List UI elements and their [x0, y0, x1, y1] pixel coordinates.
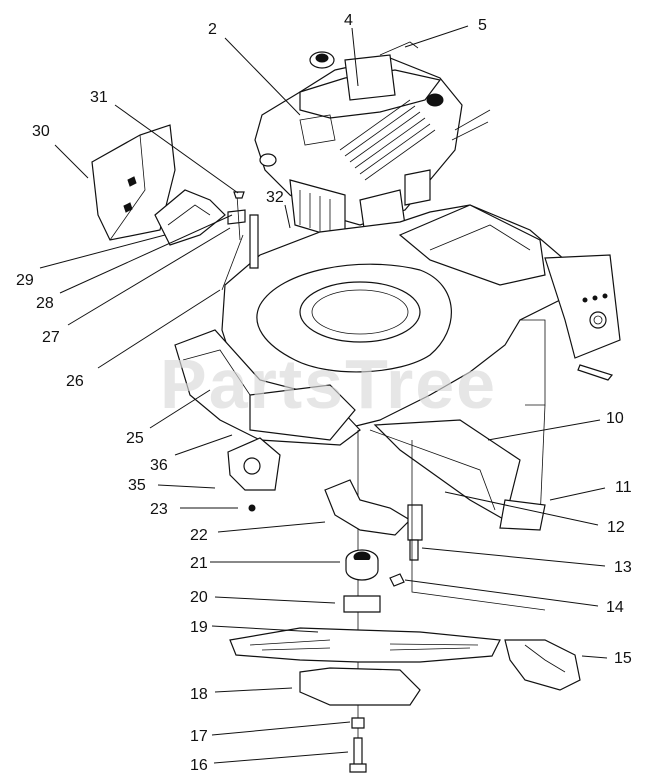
leader-lines: [39, 25, 608, 764]
callout-26: 26: [66, 373, 84, 390]
rear-parts-drawing: [91, 124, 259, 291]
callout-31: 31: [90, 89, 108, 106]
engine-drawing: [254, 41, 491, 241]
callout-29: 29: [16, 272, 34, 289]
callout-labels: 2 4 5 31 30 32 29 28 27 26 25 36 35 23 2…: [16, 12, 632, 774]
blade-assembly-drawing: [227, 430, 581, 773]
watermark: PartsTree: [160, 345, 497, 423]
callout-30: 30: [32, 123, 50, 140]
callout-35: 35: [128, 477, 146, 494]
callout-15: 15: [614, 650, 632, 667]
callout-25: 25: [126, 430, 144, 447]
callout-23: 23: [150, 501, 168, 518]
callout-32: 32: [266, 189, 284, 206]
callout-21: 21: [190, 555, 208, 572]
callout-28: 28: [36, 295, 54, 312]
callout-36: 36: [150, 457, 168, 474]
mower-deck-drawing: [174, 204, 621, 531]
callout-4: 4: [344, 12, 353, 29]
callout-12: 12: [607, 519, 625, 536]
callout-13: 13: [614, 559, 632, 576]
callout-22: 22: [190, 527, 208, 544]
callout-19: 19: [190, 619, 208, 636]
engine-cooling-fins: [339, 99, 436, 181]
callout-11: 11: [615, 479, 632, 496]
callout-27: 27: [42, 329, 60, 346]
callout-10: 10: [606, 410, 624, 427]
callout-2: 2: [208, 21, 217, 38]
callout-5: 5: [478, 17, 487, 34]
callout-17: 17: [190, 728, 208, 745]
callout-14: 14: [606, 599, 624, 616]
callout-20: 20: [190, 589, 208, 606]
callout-16: 16: [190, 757, 208, 774]
callout-18: 18: [190, 686, 208, 703]
